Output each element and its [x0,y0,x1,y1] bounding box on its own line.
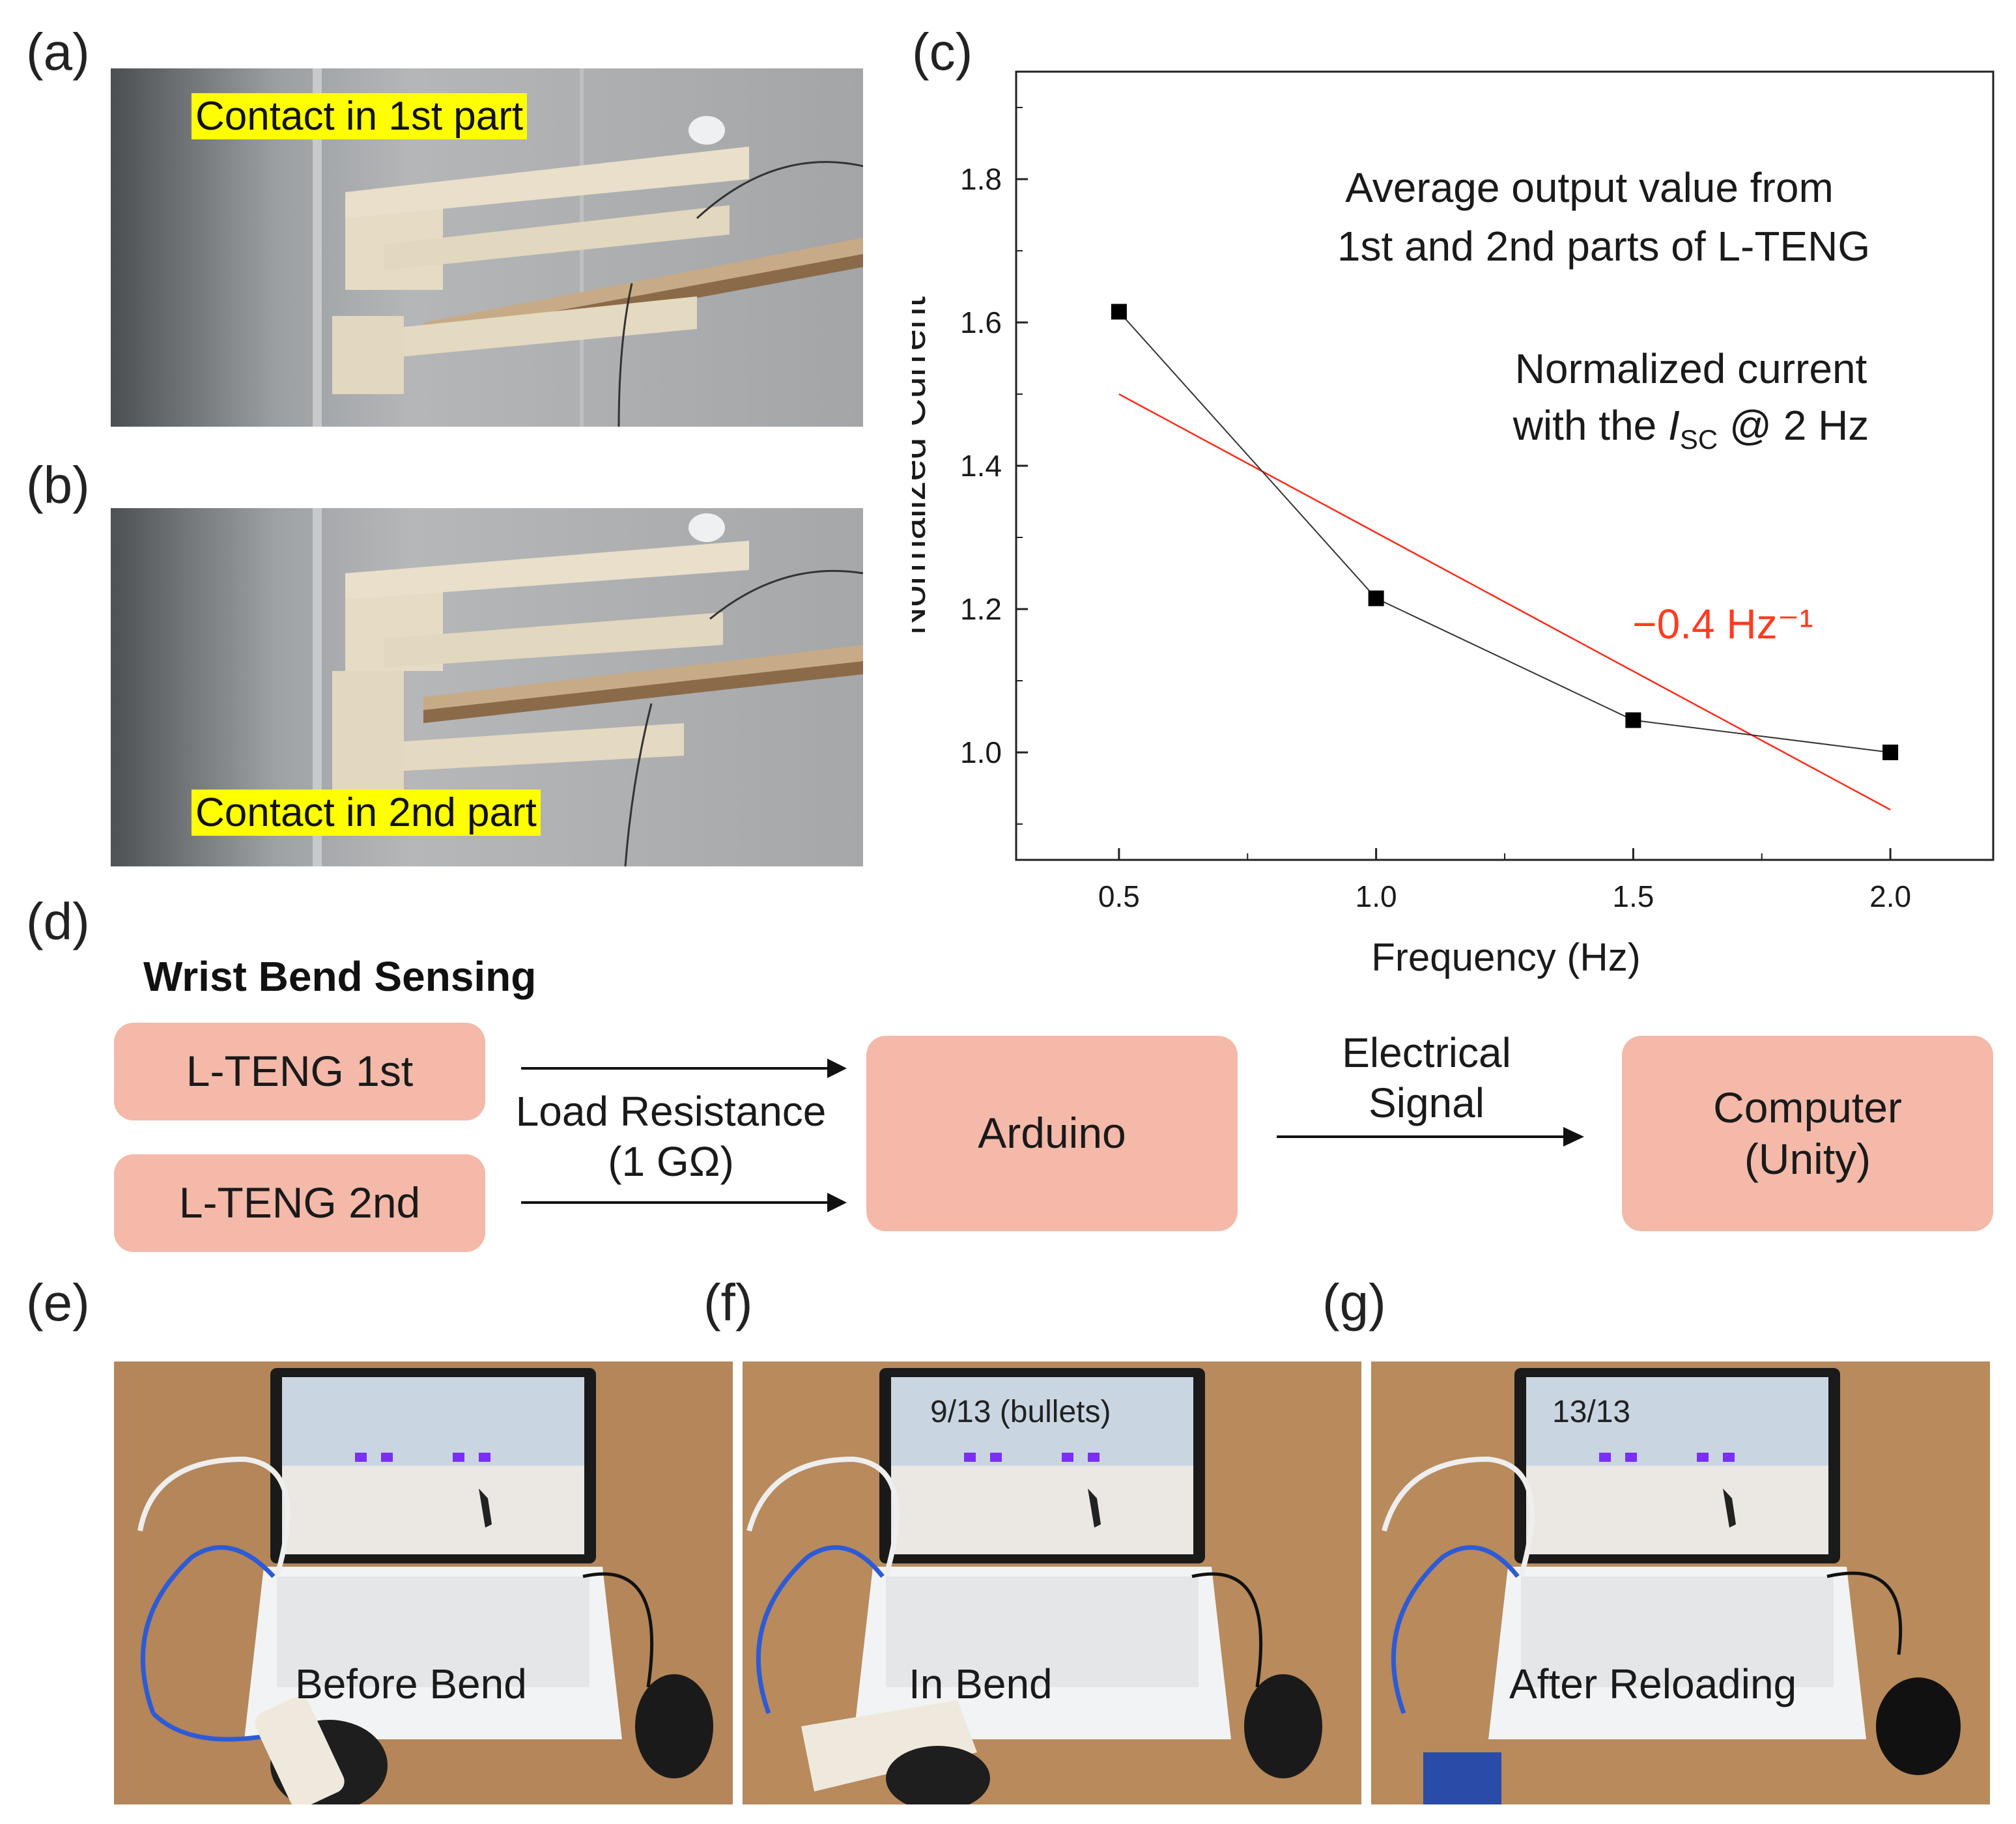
isc-sub: SC [1680,424,1718,455]
chart-y-axis-label: Normalized Current [912,296,933,635]
photo-f-in-bend: 9/13 (bullets) In Bend [743,1361,1361,1804]
photo-f-caption: In Bend [909,1660,1053,1707]
load-resistance-line2: (1 GΩ) [608,1137,734,1185]
panel-label-b: (b) [26,456,90,514]
data-point-2 [1882,745,1899,760]
photo-f-screen-ammo: 9/13 (bullets) [930,1395,1111,1429]
photo-a-label: Contact in 1st part [192,93,528,140]
isc-post: @ 2 Hz [1718,402,1869,449]
chart-text-group: Average output value from 1st and 2nd pa… [912,164,1870,979]
electrical-signal-label: Electrical Signal [1290,1028,1563,1128]
box-computer-line1: Computer [1713,1083,1902,1132]
chart-normalized-current-vs-frequency: 0.5 1.0 1.5 2.0 1.0 1.2 1.4 1.6 1.8 Average outp… [912,70,1995,979]
photo-g-illustration [1371,1361,1990,1804]
photo-b-label: Contact in 2nd part [192,790,541,836]
chart-annotation-line-1: Average output value from [1345,164,1834,211]
chart-series-group [1111,304,1899,760]
y-tick-label-1.8: 1.8 [960,162,1002,196]
chart-annotation-isc: with the ISC @ 2 Hz [1512,402,1869,455]
electrical-signal-line2: Signal [1369,1079,1484,1126]
data-point-0.5 [1111,304,1127,320]
arrowhead-teng1 [827,1059,847,1078]
series-line-0 [1118,311,1891,753]
x-tick-label-1.0: 1.0 [1356,879,1397,913]
y-tick-label-1.0: 1.0 [960,735,1002,769]
arrowhead-teng2 [827,1193,847,1212]
box-l-teng-2nd: L-TENG 2nd [114,1154,485,1252]
photo-a-device-contact-1st: Contact in 1st part [111,68,863,427]
photo-g-after-reloading: 13/13 After Reloading [1371,1361,1990,1804]
load-resistance-line1: Load Resistance [515,1088,827,1135]
chart-fit-line-group [1118,393,1891,811]
chart-annotation-normalized: Normalized current [1515,345,1867,392]
photo-e-caption: Before Bend [295,1660,527,1707]
chart-x-axis-label: Frequency (Hz) [1371,935,1640,979]
arrowhead-computer [1563,1127,1584,1147]
x-tick-label-0.5: 0.5 [1098,879,1140,913]
box-arduino: Arduino [866,1036,1238,1231]
photo-g-caption: After Reloading [1509,1660,1797,1707]
data-point-1.5 [1625,712,1641,728]
box-computer-line2: (Unity) [1744,1135,1871,1183]
x-tick-label-1.5: 1.5 [1612,879,1654,913]
chart-fit-slope-label: −0.4 Hz⁻¹ [1632,601,1813,648]
photo-b-device-contact-2nd: Contact in 2nd part [111,508,863,866]
photo-f-illustration [743,1361,1361,1804]
x-tick-label-2.0: 2.0 [1869,879,1911,913]
electrical-signal-line1: Electrical [1342,1029,1511,1076]
panel-label-a: (a) [26,23,90,81]
panel-label-d: (d) [26,892,90,950]
photo-g-screen-ammo: 13/13 [1552,1395,1631,1429]
diagram-title: Wrist Bend Sensing [143,953,537,1000]
y-tick-label-1.4: 1.4 [960,449,1002,483]
box-l-teng-1st: L-TENG 1st [114,1023,485,1120]
photo-e-illustration [114,1361,733,1804]
chart-annotation-line-2: 1st and 2nd parts of L-TENG [1337,223,1870,270]
panel-label-c: (c) [912,23,973,81]
data-point-1 [1368,590,1384,606]
box-computer-unity: Computer (Unity) [1622,1036,1993,1231]
panel-label-f: (f) [703,1274,753,1332]
chart-axes: 0.5 1.0 1.5 2.0 1.0 1.2 1.4 1.6 1.8 [960,70,1995,913]
photo-e-before-bend: Before Bend [114,1361,733,1804]
isc-pre: with the [1512,402,1668,449]
y-tick-label-1.2: 1.2 [960,592,1002,626]
panel-label-e: (e) [26,1274,90,1332]
isc-italic: I [1668,402,1680,449]
panel-label-g: (g) [1322,1274,1386,1332]
y-tick-label-1.6: 1.6 [960,306,1002,339]
chart-fit-line [1118,393,1891,811]
load-resistance-label: Load Resistance (1 GΩ) [489,1087,853,1187]
